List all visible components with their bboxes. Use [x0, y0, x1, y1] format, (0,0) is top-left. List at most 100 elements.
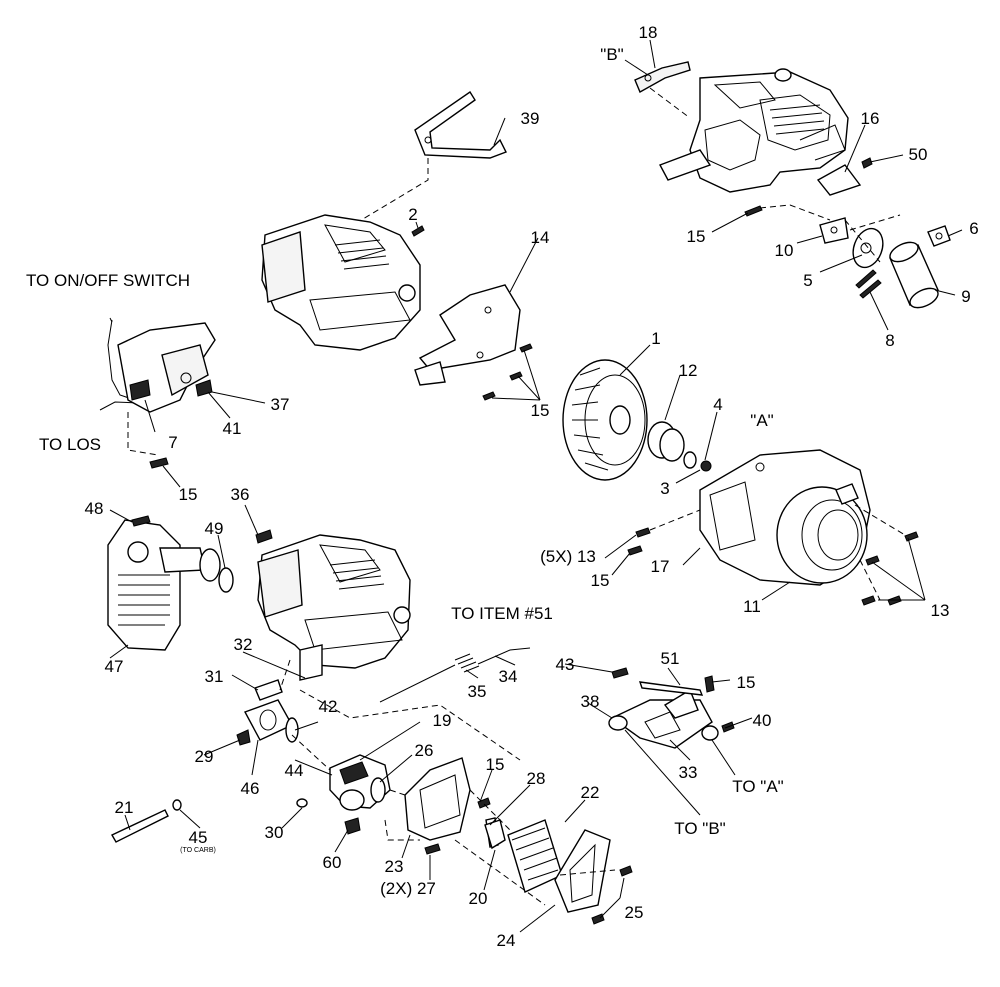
oil-pressure-switch-6	[927, 225, 951, 247]
callout-18: 18	[639, 23, 658, 42]
spring-43	[611, 667, 629, 679]
callout-44: 44	[285, 761, 304, 780]
note-to-b: TO "B"	[674, 819, 725, 838]
screws-13-15-left	[627, 527, 651, 556]
cup-12	[647, 421, 685, 462]
callout-15-shroud: 15	[531, 401, 550, 420]
gasket-26	[370, 777, 386, 803]
callout-46: 46	[241, 779, 260, 798]
plug-36	[255, 529, 273, 544]
callout-21: 21	[115, 798, 134, 817]
fuel-line-21	[111, 809, 169, 843]
gasket-49	[218, 567, 234, 593]
note-to-a: TO "A"	[732, 777, 783, 796]
flywheel-1	[562, 359, 648, 481]
callout-22: 22	[581, 783, 600, 802]
note-to-los: TO LOS	[39, 435, 101, 454]
callout-19: 19	[433, 711, 452, 730]
throttle-bracket-33	[610, 688, 713, 749]
callout-8: 8	[885, 331, 894, 350]
callout-1: 1	[651, 329, 660, 348]
gasket-31	[254, 679, 283, 701]
callout-10: 10	[775, 241, 794, 260]
callout-23: 23	[385, 857, 404, 876]
callout-42: 42	[319, 697, 338, 716]
callout-9: 9	[961, 287, 970, 306]
callout-13: 13	[931, 601, 950, 620]
engine-center-lower	[257, 534, 411, 681]
callout-30: 30	[265, 823, 284, 842]
callout-33: 33	[679, 763, 698, 782]
screw-2	[411, 225, 425, 237]
callout-60: 60	[323, 853, 342, 872]
callout-47: 47	[105, 657, 124, 676]
callout-b-top: "B"	[600, 45, 623, 64]
callout-15-mid: 15	[591, 571, 610, 590]
gasket-42	[285, 717, 299, 743]
bracket-18	[634, 61, 691, 93]
callout-39: 39	[521, 109, 540, 128]
shroud-14	[414, 284, 521, 386]
callout-34: 34	[499, 667, 518, 686]
screw-15-air	[477, 797, 491, 809]
note-to-on-off-switch: TO ON/OFF SWITCH	[26, 271, 190, 290]
callout-37: 37	[271, 395, 290, 414]
callout-40: 40	[753, 711, 772, 730]
note-to-item-51: TO ITEM #51	[451, 604, 553, 623]
muffler-47	[107, 519, 221, 651]
governor-spring-35	[379, 653, 480, 703]
callout-a-top: "A"	[750, 411, 773, 430]
clamp-45	[172, 799, 182, 811]
callout-28: 28	[527, 769, 546, 788]
lever-51	[638, 681, 704, 696]
callout-4: 4	[713, 395, 722, 414]
callout-25: 25	[625, 903, 644, 922]
screw-29	[236, 729, 251, 746]
nut-3	[700, 460, 712, 472]
recoil-starter-11	[776, 483, 868, 584]
callout-32: 32	[234, 635, 253, 654]
bracket-10	[819, 217, 849, 244]
plate-16	[816, 164, 862, 196]
callout-43: 43	[556, 655, 575, 674]
intake-46	[244, 699, 293, 741]
bracket-20	[484, 819, 506, 850]
switch-bracket-7	[117, 322, 216, 413]
throttle-bracket-39	[414, 91, 507, 159]
callout-35: 35	[468, 682, 487, 701]
air-filter-22	[507, 819, 563, 893]
callout-17: 17	[651, 557, 670, 576]
callout-labels: 18 "B" 39 16 50 2 14 15 10 6 5 9 8 1 12 …	[26, 23, 979, 950]
link-34	[477, 647, 531, 665]
callout-12: 12	[679, 361, 698, 380]
engine-center-top	[261, 214, 421, 351]
callout-15-top: 15	[687, 227, 706, 246]
screw-15-top	[744, 205, 763, 217]
callout-16: 16	[861, 109, 880, 128]
callout-41: 41	[223, 419, 242, 438]
screws-15-shroud	[482, 343, 533, 401]
callout-51: 51	[661, 649, 680, 668]
engine-block-top-right	[659, 68, 849, 193]
callout-31: 31	[205, 667, 224, 686]
callout-38: 38	[581, 692, 600, 711]
callout-49: 49	[205, 519, 224, 538]
callout-48: 48	[85, 499, 104, 518]
washer-4	[683, 451, 697, 469]
callout-36: 36	[231, 485, 250, 504]
air-filter-base-23	[404, 757, 471, 841]
fitting-60	[344, 817, 361, 835]
screws-8	[855, 269, 882, 299]
screw-15-51	[704, 675, 715, 693]
leader-lines	[109, 39, 963, 933]
callout-2: 2	[408, 205, 417, 224]
callout-20: 20	[469, 889, 488, 908]
callout-7: 7	[168, 433, 177, 452]
callout-15-air: 15	[486, 755, 505, 774]
callout-24: 24	[497, 931, 516, 950]
callout-5: 5	[803, 271, 812, 290]
screw-15-left	[149, 457, 169, 469]
callout-3: 3	[660, 479, 669, 498]
air-filter-cover-24	[554, 829, 611, 913]
